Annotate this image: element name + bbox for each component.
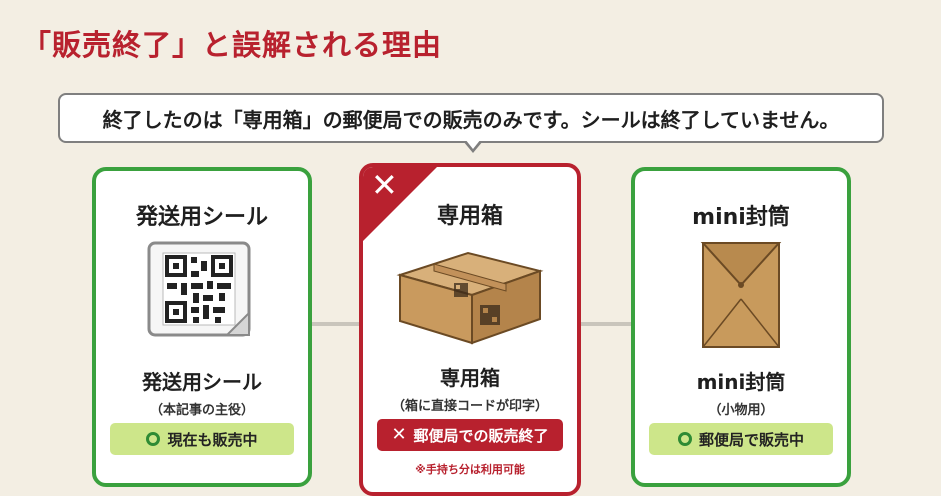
card-note: （本記事の主役） <box>149 403 254 418</box>
qr-sticker-icon <box>147 241 257 345</box>
card-title: 専用箱 <box>436 204 503 229</box>
callout-bubble: 終了したのは「専用箱」の郵便局での販売のみです。シールは終了していません。 <box>58 93 884 143</box>
status-badge-label: 郵便局での販売終了 <box>413 426 549 445</box>
card-title: 発送用シール <box>135 205 268 230</box>
status-badge: 現在も販売中 <box>110 423 294 455</box>
corner-ribbon <box>363 167 437 241</box>
connector-line-left <box>310 322 362 326</box>
connector-line-right <box>580 322 634 326</box>
circle-icon <box>146 432 161 446</box>
card-subtitle: 専用箱 <box>440 366 500 390</box>
status-badge-label: 郵便局で販売中 <box>698 430 804 449</box>
card-note: （小物用） <box>708 403 774 418</box>
card-dedicated-box: ✕ 専用箱 専用箱 （箱に直接コードが印字） ✕ 郵便局での販売終了 ※手持ち分… <box>359 163 581 496</box>
card-subtitle: 発送用シール <box>142 370 262 394</box>
cardboard-box-icon <box>390 237 550 351</box>
callout-tail <box>463 139 483 153</box>
card-shipping-sticker: 発送用シール <box>92 167 312 487</box>
card-title: mini封筒 <box>692 205 790 230</box>
status-badge: 郵便局で販売中 <box>649 423 833 455</box>
cross-icon: ✕ <box>371 166 398 204</box>
status-badge: ✕ 郵便局での販売終了 <box>377 419 563 451</box>
cross-icon: ✕ <box>391 424 407 445</box>
footnote: ※手持ち分は利用可能 <box>415 463 525 476</box>
callout-text: 終了したのは「専用箱」の郵便局での販売のみです。シールは終了していません。 <box>102 107 840 132</box>
envelope-icon <box>699 239 783 355</box>
card-mini-envelope: mini封筒 mini封筒 （小物用） 郵便局で販売中 <box>631 167 851 487</box>
card-note: （箱に直接コードが印字） <box>391 399 548 414</box>
page-title: 「販売終了」と誤解される理由 <box>22 28 443 62</box>
card-subtitle: mini封筒 <box>696 370 786 394</box>
circle-icon <box>677 432 692 446</box>
status-badge-label: 現在も販売中 <box>167 430 258 449</box>
